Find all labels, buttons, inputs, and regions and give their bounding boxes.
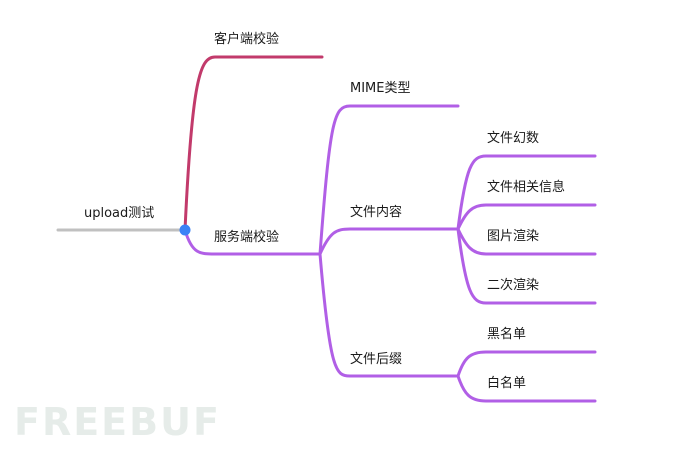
suffix-child-line-2 (456, 374, 597, 403)
server-branch-line (183, 228, 322, 256)
mime-node-label[interactable]: MIME类型 (350, 81, 411, 96)
content-child-label[interactable]: 文件相关信息 (487, 180, 566, 195)
suffix-child-label[interactable]: 黑名单 (487, 327, 527, 342)
suffix-line (318, 252, 460, 378)
client-branch-line (183, 55, 324, 232)
freebuf-watermark: FREEBUF (14, 400, 221, 444)
content-child-line-4 (456, 227, 597, 305)
content-child-label[interactable]: 图片渲染 (487, 229, 540, 244)
content-child-label[interactable]: 二次渲染 (487, 278, 540, 293)
content-child-line-1 (456, 154, 597, 231)
mime-line (318, 104, 460, 256)
content-node-label[interactable]: 文件内容 (350, 205, 403, 220)
root-dot[interactable] (179, 224, 191, 236)
content-child-label[interactable]: 文件幻数 (487, 131, 540, 146)
client-node-label[interactable]: 客户端校验 (214, 32, 280, 47)
content-child-line-2 (456, 203, 597, 231)
content-child-line-3 (456, 227, 597, 256)
root-node-label[interactable]: upload测试 (84, 206, 155, 221)
suffix-node-label[interactable]: 文件后缀 (350, 352, 403, 367)
suffix-child-line-1 (456, 350, 597, 378)
content-line (318, 227, 460, 256)
suffix-child-label[interactable]: 白名单 (487, 376, 527, 391)
server-node-label[interactable]: 服务端校验 (214, 230, 280, 245)
